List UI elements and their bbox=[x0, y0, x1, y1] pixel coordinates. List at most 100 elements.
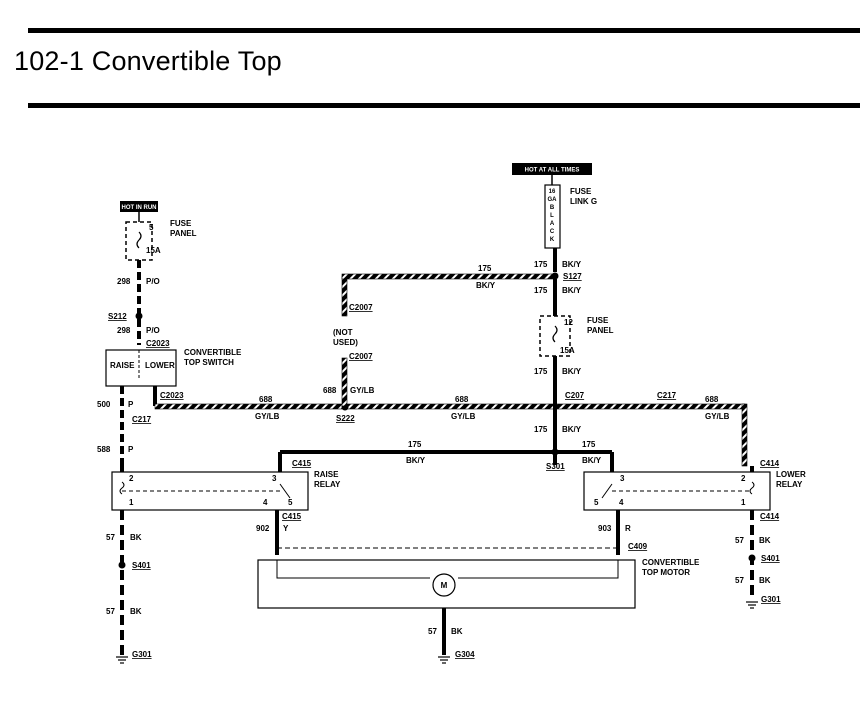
raise-relay-pin-2: 2 bbox=[129, 474, 134, 483]
splice-s401-left-label: S401 bbox=[132, 561, 151, 570]
ground-g304-label: G304 bbox=[455, 650, 475, 659]
fuse-link-text-4: A bbox=[550, 221, 555, 227]
connector-c2007-upper: C2007 bbox=[349, 303, 373, 312]
wire-688-label-a: 688 bbox=[259, 395, 273, 404]
wire-bk-label-m: BK bbox=[451, 627, 463, 636]
header-rule-bottom bbox=[28, 103, 860, 108]
wire-gylb-label-a: GY/LB bbox=[255, 412, 280, 421]
fuse-5-number: 5 bbox=[149, 223, 154, 232]
wire-175-label-r3: 175 bbox=[534, 367, 548, 376]
wire-57-label-l1: 57 bbox=[106, 533, 115, 542]
wire-175-label-r1: 175 bbox=[534, 260, 548, 269]
raise-relay-pin-1: 1 bbox=[129, 498, 134, 507]
wire-175-bky-top bbox=[341, 273, 556, 280]
fuse-link-label-1: FUSE bbox=[570, 187, 592, 196]
wire-298-label: 298 bbox=[117, 277, 131, 286]
wire-175-label-top: 175 bbox=[478, 264, 492, 273]
connector-c217-right: C217 bbox=[657, 391, 677, 400]
motor-label-1: CONVERTIBLE bbox=[642, 558, 700, 567]
wire-57-label-r2: 57 bbox=[735, 576, 744, 585]
fuse-12-rating: 15A bbox=[560, 346, 575, 355]
wire-688-label-b: 688 bbox=[455, 395, 469, 404]
fuse-left-label-1: FUSE bbox=[170, 219, 192, 228]
fuse-5-rating: 15A bbox=[146, 246, 161, 255]
fuse-12-number: 12 bbox=[564, 318, 573, 327]
wire-bk-label-r1: BK bbox=[759, 536, 771, 545]
wire-175-label-rr: 175 bbox=[582, 440, 596, 449]
fuse-link-text-0: 16 bbox=[549, 189, 556, 195]
switch-label-2: TOP SWITCH bbox=[184, 358, 234, 367]
convertible-top-switch bbox=[105, 349, 177, 387]
lower-relay-pin-4: 4 bbox=[619, 498, 624, 507]
lower-relay-pin-1: 1 bbox=[741, 498, 746, 507]
fuse-link-text-3: L bbox=[550, 213, 554, 219]
connector-c217-left: C217 bbox=[132, 415, 152, 424]
lower-relay-pin-3: 3 bbox=[620, 474, 625, 483]
raise-relay-label-2: RELAY bbox=[314, 480, 341, 489]
connector-c2023-bottom: C2023 bbox=[160, 391, 184, 400]
wire-y-label: Y bbox=[283, 524, 289, 533]
fuse-link-text-5: C bbox=[550, 229, 555, 235]
splice-s301-label: S301 bbox=[546, 462, 565, 471]
raise-relay-pin-5: 5 bbox=[288, 498, 293, 507]
hot-in-run-label: HOT IN RUN bbox=[122, 205, 157, 211]
lower-relay bbox=[583, 471, 771, 511]
splice-s127 bbox=[551, 272, 559, 280]
fuse-right-label-2: PANEL bbox=[587, 326, 614, 335]
connector-c2007-lower: C2007 bbox=[349, 352, 373, 361]
fuse-link-text-6: K bbox=[550, 237, 555, 243]
hot-at-all-times-badge bbox=[512, 163, 592, 175]
wire-bky-label-r4: BK/Y bbox=[562, 425, 582, 434]
raise-relay-pin-4: 4 bbox=[263, 498, 268, 507]
lower-relay-label-1: LOWER bbox=[776, 470, 806, 479]
wire-po-label: P/O bbox=[146, 277, 160, 286]
fuse-link-text-2: B bbox=[550, 205, 555, 211]
wire-bky-label-r1: BK/Y bbox=[562, 260, 582, 269]
connector-c414-top: C414 bbox=[760, 459, 780, 468]
fuse-5-element bbox=[136, 231, 142, 249]
wire-p-label: P bbox=[128, 400, 134, 409]
connector-c414-bottom: C414 bbox=[760, 512, 780, 521]
connector-c2023-top: C2023 bbox=[146, 339, 170, 348]
wire-175-label-mid: 175 bbox=[408, 440, 422, 449]
raise-relay bbox=[111, 471, 309, 511]
fuse-right-label-1: FUSE bbox=[587, 316, 609, 325]
wire-bk-label-l2: BK bbox=[130, 607, 142, 616]
connector-c415-bottom: C415 bbox=[282, 512, 302, 521]
wire-688-gylb bbox=[154, 403, 746, 410]
fuse-12-element bbox=[552, 325, 558, 343]
wire-r-label: R bbox=[625, 524, 631, 533]
wire-gylb-label-d: GY/LB bbox=[350, 386, 375, 395]
connector-c415-top: C415 bbox=[292, 459, 312, 468]
wire-688-label-c: 688 bbox=[705, 395, 719, 404]
page-title: 102-1 Convertible Top bbox=[14, 46, 282, 76]
wire-902-label: 902 bbox=[256, 524, 270, 533]
splice-s401-right bbox=[748, 554, 756, 562]
wire-bky-label-r2: BK/Y bbox=[562, 286, 582, 295]
wire-175-label-r2: 175 bbox=[534, 286, 548, 295]
wire-298-label-2: 298 bbox=[117, 326, 131, 335]
lower-relay-pin-5: 5 bbox=[594, 498, 599, 507]
lower-relay-pin-2: 2 bbox=[741, 474, 746, 483]
raise-relay-label-1: RAISE bbox=[314, 470, 339, 479]
convertible-top-motor bbox=[257, 559, 636, 609]
wire-bky-label-mid: BK/Y bbox=[406, 456, 426, 465]
wire-903-label: 903 bbox=[598, 524, 612, 533]
splice-s127-label: S127 bbox=[563, 272, 582, 281]
wire-bky-label-top: BK/Y bbox=[476, 281, 496, 290]
motor-symbol: M bbox=[441, 581, 448, 590]
raise-relay-pin-3: 3 bbox=[272, 474, 277, 483]
wire-bky-label-r3: BK/Y bbox=[562, 367, 582, 376]
wire-57-label-m: 57 bbox=[428, 627, 437, 636]
splice-s222-label: S222 bbox=[336, 414, 355, 423]
wire-p-label-2: P bbox=[128, 445, 134, 454]
not-used-label-2: USED) bbox=[333, 338, 358, 347]
wire-175-label-r4: 175 bbox=[534, 425, 548, 434]
splice-s301 bbox=[551, 448, 559, 456]
wire-gylb-label-b: GY/LB bbox=[451, 412, 476, 421]
wire-688-label-d: 688 bbox=[323, 386, 337, 395]
fuse-link-g bbox=[544, 184, 561, 249]
wire-bky-label-rr: BK/Y bbox=[582, 456, 602, 465]
fuse-link-text-1: GA bbox=[548, 197, 558, 203]
